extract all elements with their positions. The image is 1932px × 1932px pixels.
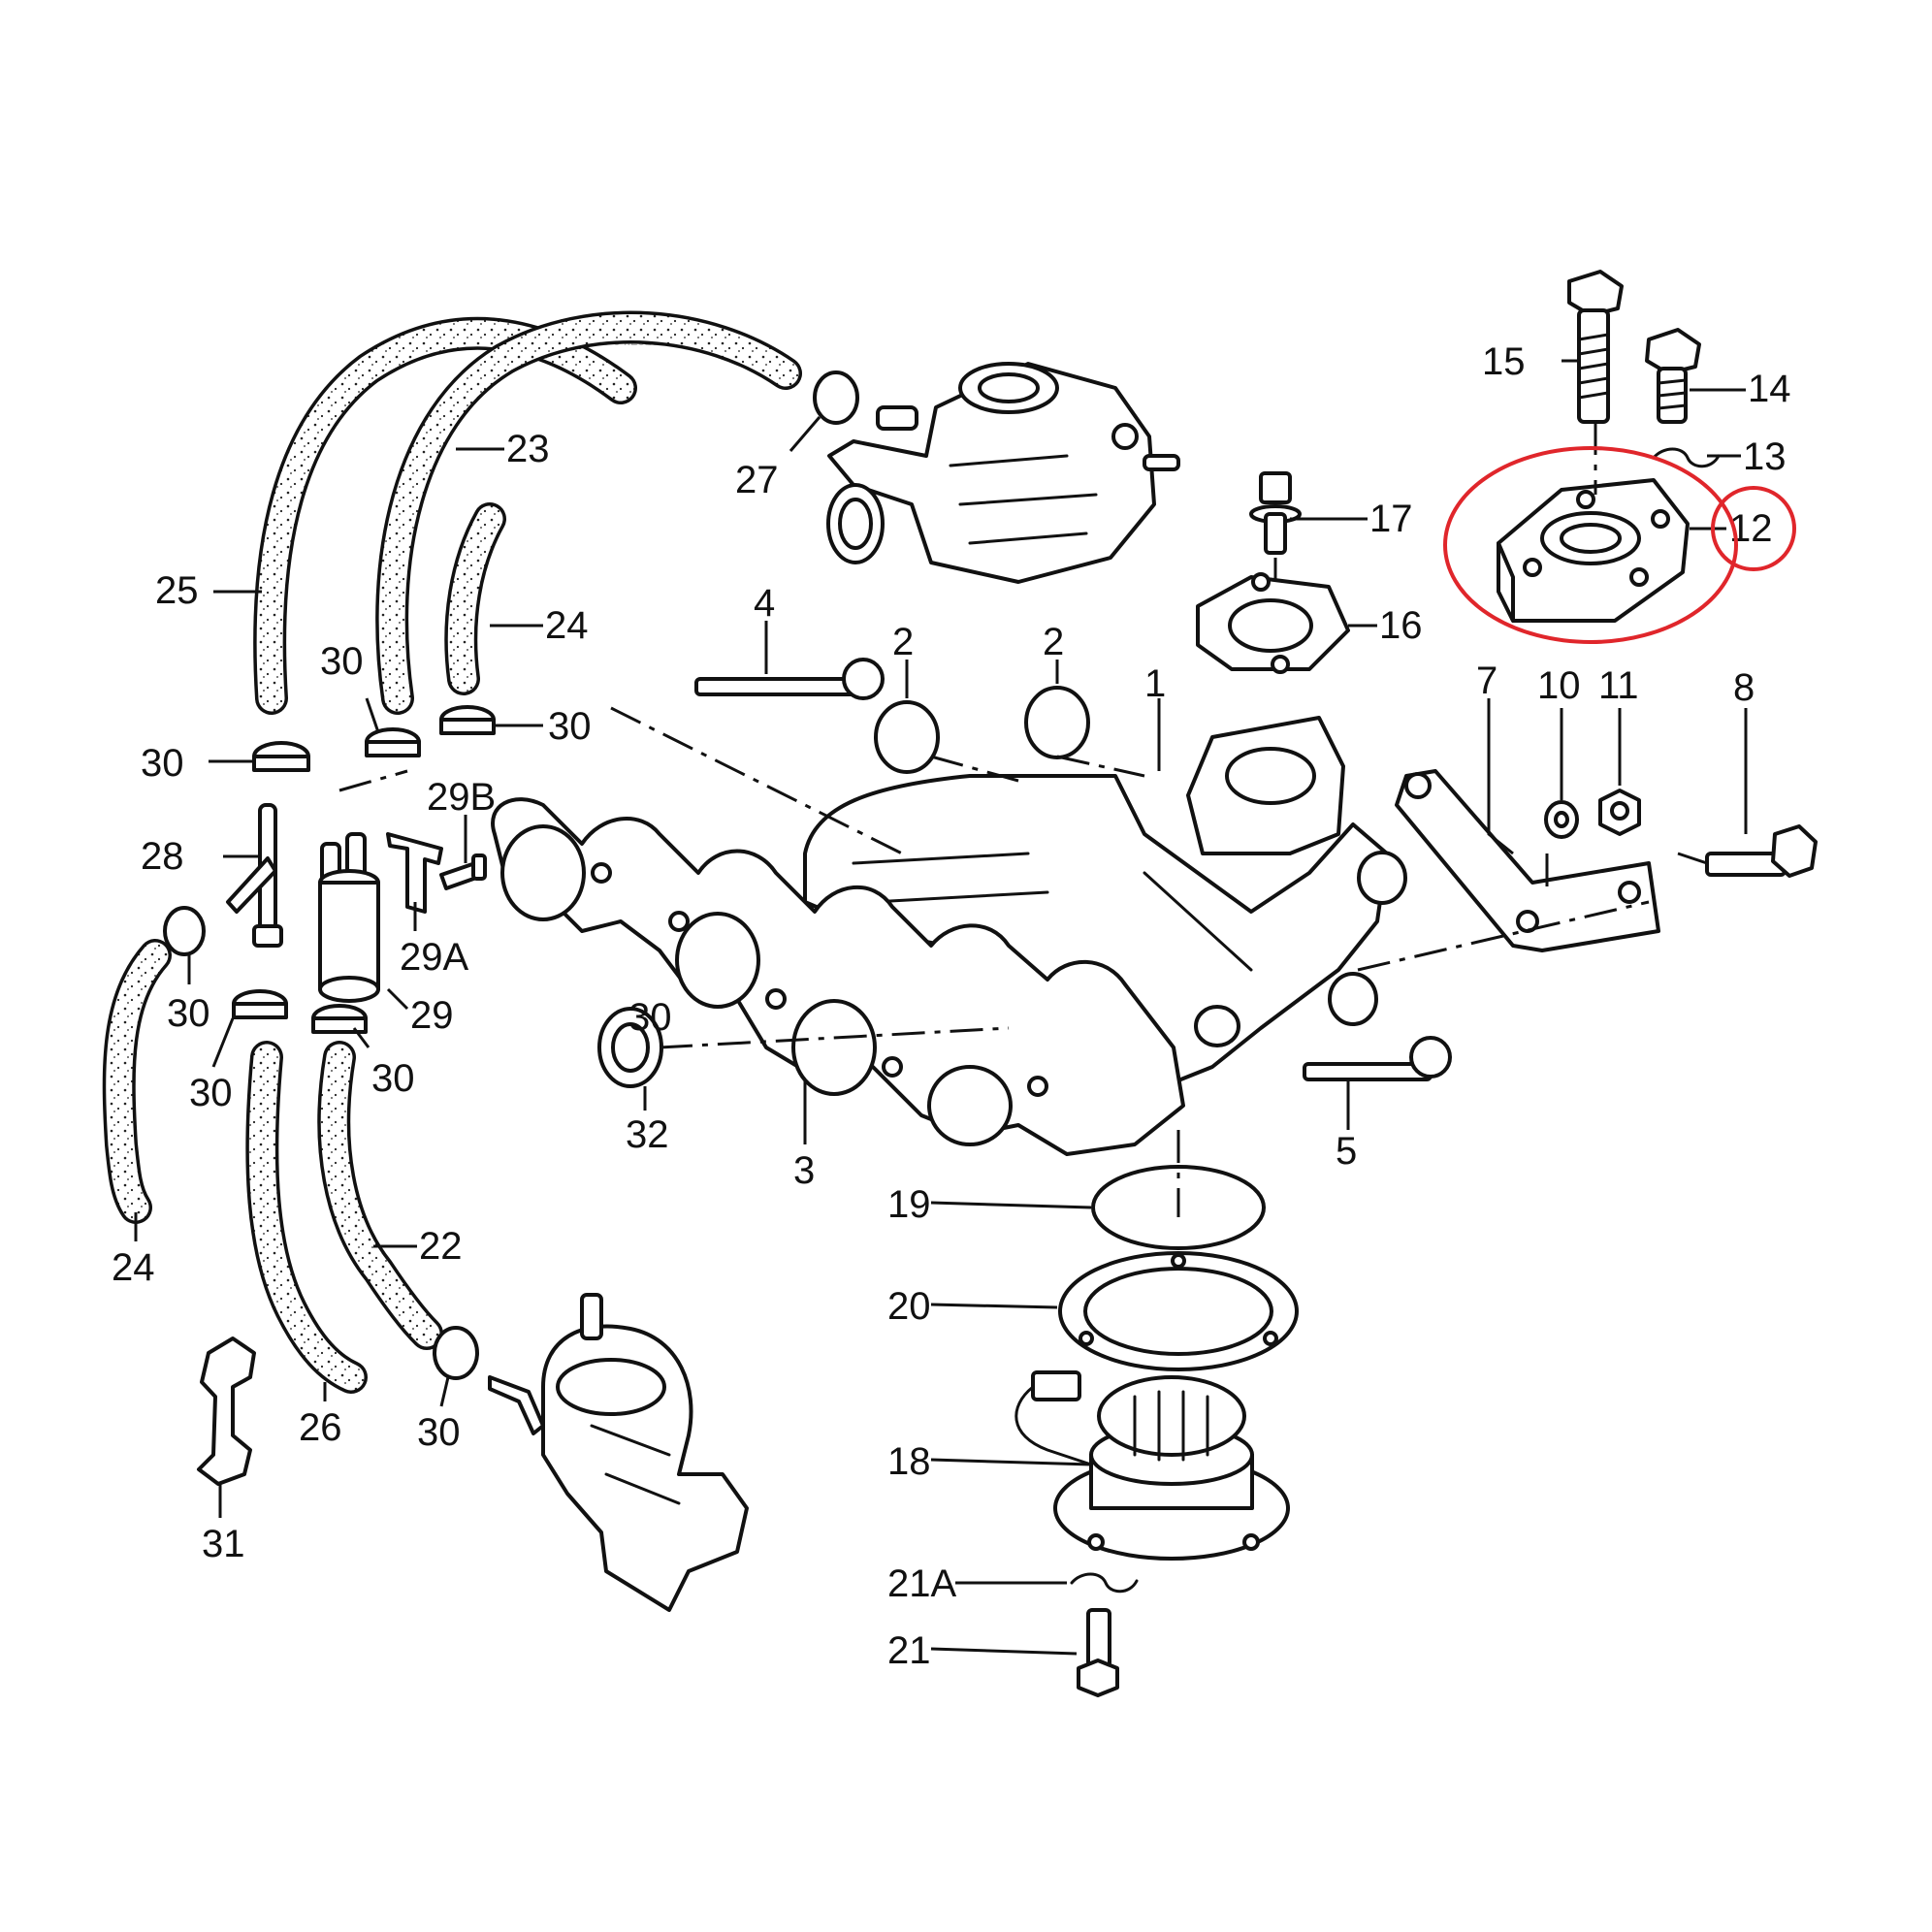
label-20: 20 [887,1285,931,1328]
hose-clamp-30-left [252,741,310,772]
hose-clamp-27 [813,370,859,425]
label-13: 13 [1743,435,1787,478]
callout-labels: 1 2 2 3 4 5 7 8 10 11 12 13 14 15 16 17 … [112,340,1791,1672]
bolt-15 [1567,270,1624,424]
label-10: 10 [1537,664,1581,707]
gasket-16 [1196,572,1350,674]
fuel-filter-29 [318,832,380,1003]
hose-clamp-30-pump [433,1326,479,1380]
highlight-annotations [1443,446,1796,644]
label-19: 19 [887,1183,931,1226]
bolt-21 [1077,1608,1119,1697]
hose-24-upper [444,502,506,695]
hose-clamp-30-lower-mid [232,989,288,1019]
label-30-d: 30 [167,992,210,1035]
highlight-label-circle [1711,486,1796,571]
cap-2-right [1024,686,1090,759]
bracket-29a [386,832,443,914]
label-5: 5 [1336,1130,1357,1173]
label-28: 28 [141,835,184,878]
label-15: 15 [1482,340,1526,383]
bolt-8 [1705,824,1818,878]
gasket-20 [1058,1251,1299,1371]
label-29b: 29B [427,776,496,819]
label-21a: 21A [887,1562,956,1605]
spring-washer-13 [1652,447,1721,468]
bolt-17 [1249,471,1302,555]
label-30-e: 30 [189,1072,233,1114]
leader-lines [134,359,1748,1656]
label-3: 3 [793,1149,815,1192]
hose-clamp-30-right [439,705,496,735]
highlight-part-ellipse [1443,446,1738,644]
label-26: 26 [299,1406,342,1449]
plug-32 [597,1007,663,1088]
hose-clamp-30-lower-left [163,906,206,956]
label-2-right: 2 [1043,621,1064,663]
hose-22 [317,1041,443,1350]
assembly-lines [338,422,1708,1217]
stud-5 [1303,1036,1452,1081]
bolt-14 [1645,328,1701,424]
stud-4 [694,658,885,700]
label-22: 22 [419,1225,463,1268]
label-30-b: 30 [320,640,364,683]
hose-24-lower [102,939,172,1224]
label-30-c: 30 [548,705,592,748]
cap-2-left [874,700,940,774]
bracket-7 [1395,769,1660,952]
label-27: 27 [735,459,779,501]
label-2-left: 2 [892,621,914,663]
label-23: 23 [506,428,550,470]
label-16: 16 [1379,604,1423,647]
label-30-h: 30 [628,996,672,1039]
fuel-pump [488,1293,749,1612]
label-4: 4 [754,582,775,625]
label-8: 8 [1733,666,1755,709]
label-29: 29 [410,994,454,1037]
intake-manifold [803,716,1407,1088]
label-14: 14 [1748,368,1791,410]
label-21: 21 [887,1629,931,1672]
nut-11 [1598,789,1641,836]
washer-21a [1070,1572,1139,1594]
preheater-18 [1014,1370,1290,1561]
t-piece-28 [226,803,283,948]
clip-31 [197,1336,256,1486]
label-30-g: 30 [417,1411,461,1454]
label-1: 1 [1144,662,1166,705]
label-11: 11 [1598,664,1639,707]
carburettor [826,362,1180,584]
label-17: 17 [1369,498,1413,540]
label-30-a: 30 [141,742,184,785]
label-7: 7 [1476,660,1497,702]
label-30-f: 30 [371,1057,415,1100]
washer-10 [1544,800,1579,839]
spacer-flange-12 [1497,478,1690,623]
label-32: 32 [626,1113,669,1156]
label-24-upper: 24 [545,604,589,647]
hose-clamp-30-mid [365,727,421,757]
screw-29b [439,853,487,890]
hose-clamp-30-lower-right [311,1004,368,1034]
label-24-lower: 24 [112,1246,155,1289]
label-31: 31 [202,1523,245,1565]
label-18: 18 [887,1440,931,1483]
exhaust-manifold-gasket-3 [491,797,1185,1156]
label-29a: 29A [400,936,468,979]
hose-23 [375,310,802,715]
label-25: 25 [155,569,199,612]
hose-26 [245,1041,368,1394]
